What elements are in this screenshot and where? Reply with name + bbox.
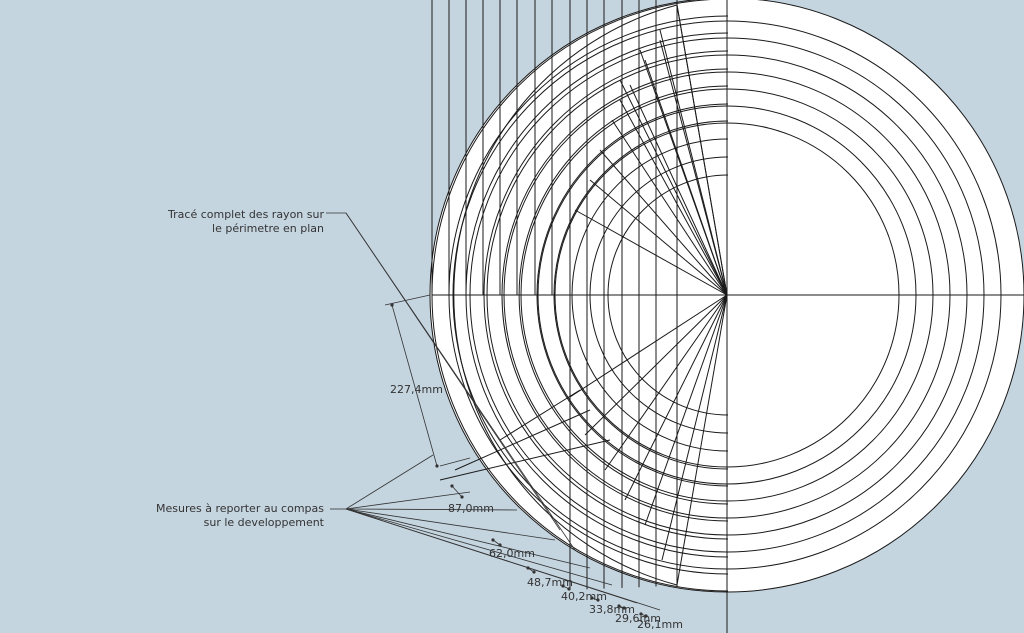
dimension-arrow — [460, 495, 464, 499]
extension-line — [439, 457, 471, 467]
dimension-arrow — [450, 484, 454, 488]
dimension-label: 26,1mm — [637, 618, 683, 631]
leader-compass — [345, 508, 661, 611]
compass-annotation-line2: sur le developpement — [203, 516, 324, 529]
radial-ray — [661, 294, 728, 561]
rays-annotation: Tracé complet des rayon sur le périmetre… — [140, 208, 324, 236]
dimension-arrow — [532, 570, 536, 574]
dimension-arrow — [644, 614, 648, 618]
trace-line — [499, 389, 581, 441]
leader-compass — [345, 508, 613, 586]
leader-rays — [345, 212, 576, 551]
dimension-arrow — [526, 566, 530, 570]
dimension-label: 48,7mm — [527, 576, 573, 589]
dimension-arrow — [567, 587, 571, 591]
radial-ray — [629, 84, 728, 296]
dimension-label: 40,2mm — [561, 590, 607, 603]
dimension-arrow — [622, 606, 626, 610]
leader-compass — [345, 454, 434, 510]
trace-line — [439, 439, 611, 481]
radial-ray — [589, 179, 728, 296]
trace-line — [454, 409, 591, 471]
radial-ray — [569, 294, 728, 398]
construction-line — [659, 29, 728, 296]
radial-ray — [624, 294, 728, 501]
rays-annotation-line1: Tracé complet des rayon sur — [168, 208, 324, 221]
compass-annotation-line1: Mesures à reporter au compas — [155, 502, 324, 515]
dimension-arrow — [498, 543, 502, 547]
dimension-arrow — [596, 598, 600, 602]
leader-compass — [345, 508, 591, 569]
radial-ray — [584, 294, 728, 436]
dimension-label: 33,8mm — [589, 603, 635, 616]
construction-line — [639, 49, 728, 296]
radial-ray — [676, 294, 728, 586]
radial-ray — [599, 149, 728, 296]
dimension-label: 62,0mm — [489, 547, 535, 560]
leader-compass — [345, 508, 556, 541]
dimension-arrow — [435, 464, 439, 468]
compass-annotation: Mesures à reporter au compas sur le deve… — [140, 502, 324, 530]
dimension-arrow — [590, 596, 594, 600]
extension-line — [384, 294, 431, 306]
dimension-arrow — [639, 612, 643, 616]
dimension-arrow — [491, 538, 495, 542]
radial-ray — [644, 294, 728, 526]
construction-line — [619, 79, 728, 296]
dimension-label: 29,6mm — [615, 612, 661, 625]
dimension-label: 227,4mm — [390, 383, 443, 396]
radial-ray — [604, 294, 728, 471]
elevation-arc — [483, 50, 729, 540]
dimension-arrow — [390, 303, 394, 307]
leader-compass — [345, 491, 471, 510]
elevation-arc — [553, 120, 729, 470]
dimension-line — [391, 304, 438, 467]
dimension-arrow — [617, 604, 621, 608]
dimension-line — [451, 485, 463, 498]
radial-ray — [619, 99, 728, 296]
dimension-arrow — [561, 584, 565, 588]
radial-ray — [574, 209, 728, 296]
elevation-arc — [518, 85, 729, 505]
rays-annotation-line2: le périmetre en plan — [212, 222, 324, 235]
dimension-label: 87,0mm — [448, 502, 494, 515]
leader-compass — [345, 508, 518, 511]
construction-line — [676, 4, 728, 296]
profile-arc — [453, 4, 678, 586]
radial-ray — [611, 119, 728, 296]
